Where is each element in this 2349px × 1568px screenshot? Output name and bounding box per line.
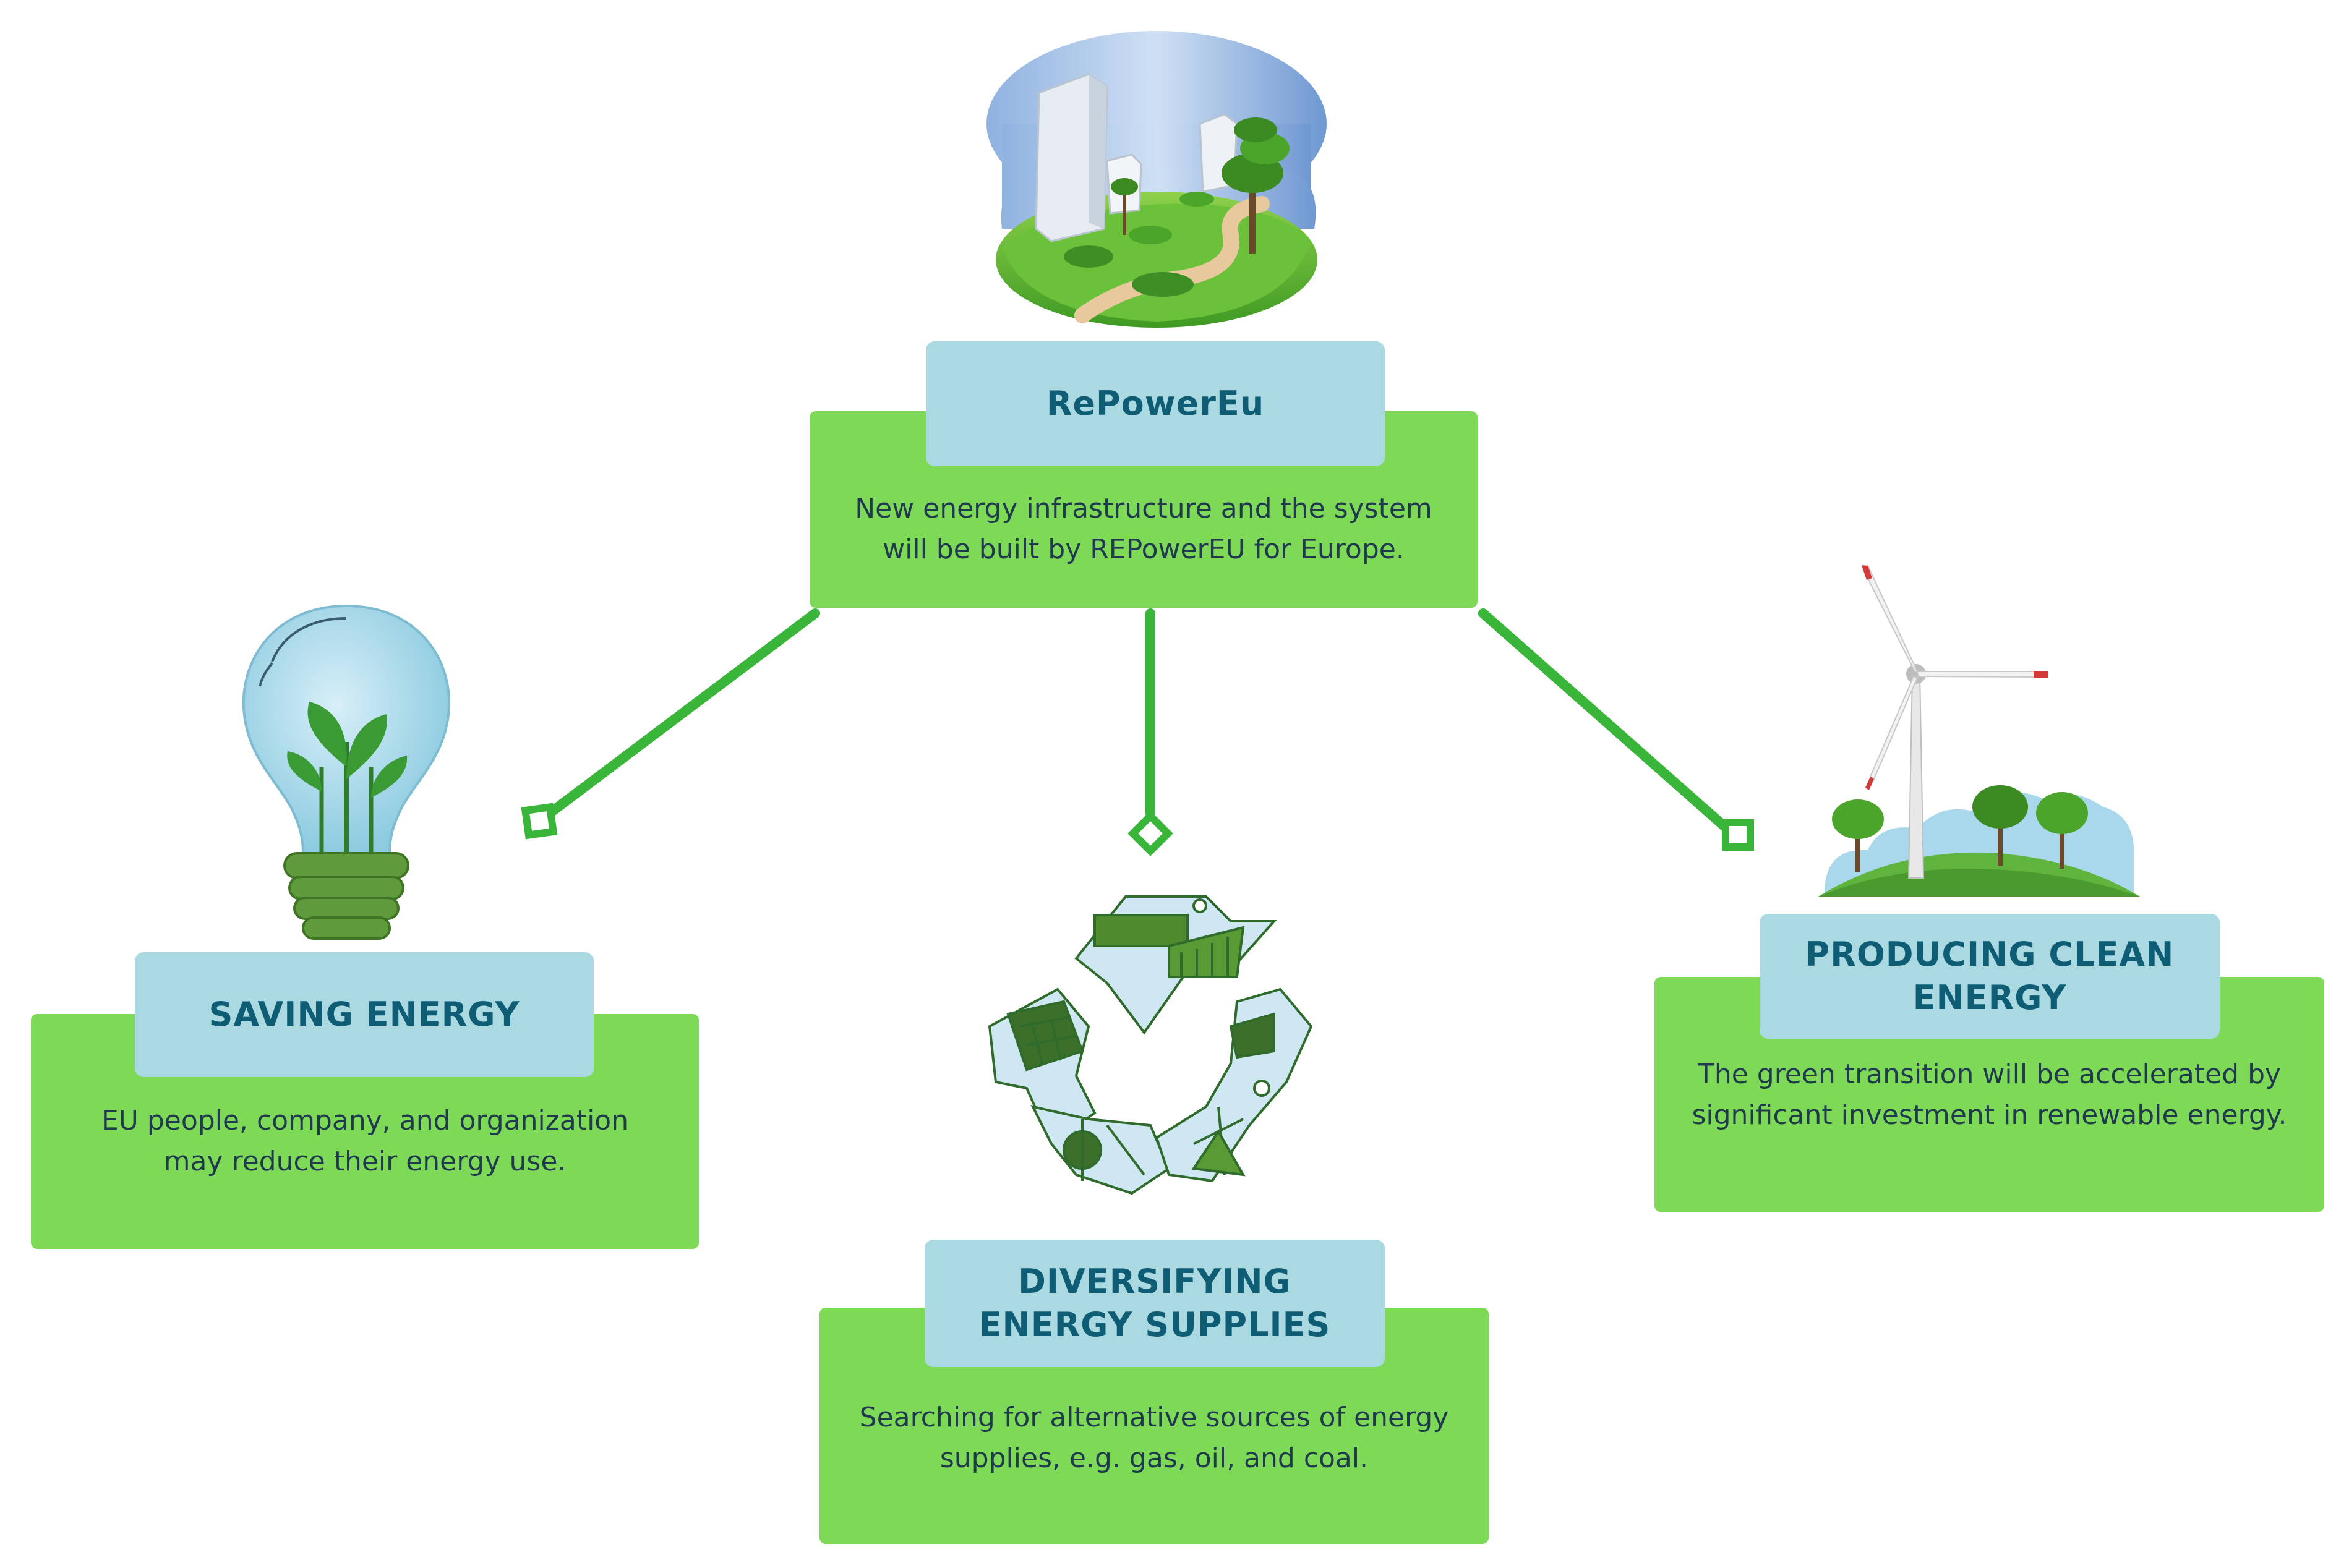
saving-energy-description: EU people, company, and organization may… (101, 1105, 629, 1177)
diversifying-description: Searching for alternative sources of ene… (859, 1402, 1449, 1474)
lightbulb-plant-icon (242, 604, 451, 940)
saving-energy-card: EU people, company, and organization may… (31, 1014, 699, 1249)
connector-saving (534, 608, 820, 826)
recycle-energy-icon (988, 895, 1313, 1195)
producing-clean-energy-description: The green transition will be accelerated… (1692, 1059, 2287, 1131)
city-park-icon (986, 31, 1327, 328)
saving-energy-title: SAVING ENERGY (135, 952, 594, 1077)
connector-end-producing (1722, 819, 1754, 851)
diversifying-title: DIVERSIFYING ENERGY SUPPLIES (925, 1240, 1385, 1367)
producing-clean-energy-title: PRODUCING CLEAN ENERGY (1760, 914, 2220, 1039)
center-title: RePowerEu (926, 341, 1385, 466)
wind-turbine-icon (1818, 565, 2140, 897)
connector-producing (1478, 608, 1732, 833)
connector-end-diversifying (1127, 811, 1173, 856)
connector-end-saving (521, 803, 558, 840)
center-description: New energy infrastructure and the system… (855, 493, 1432, 565)
